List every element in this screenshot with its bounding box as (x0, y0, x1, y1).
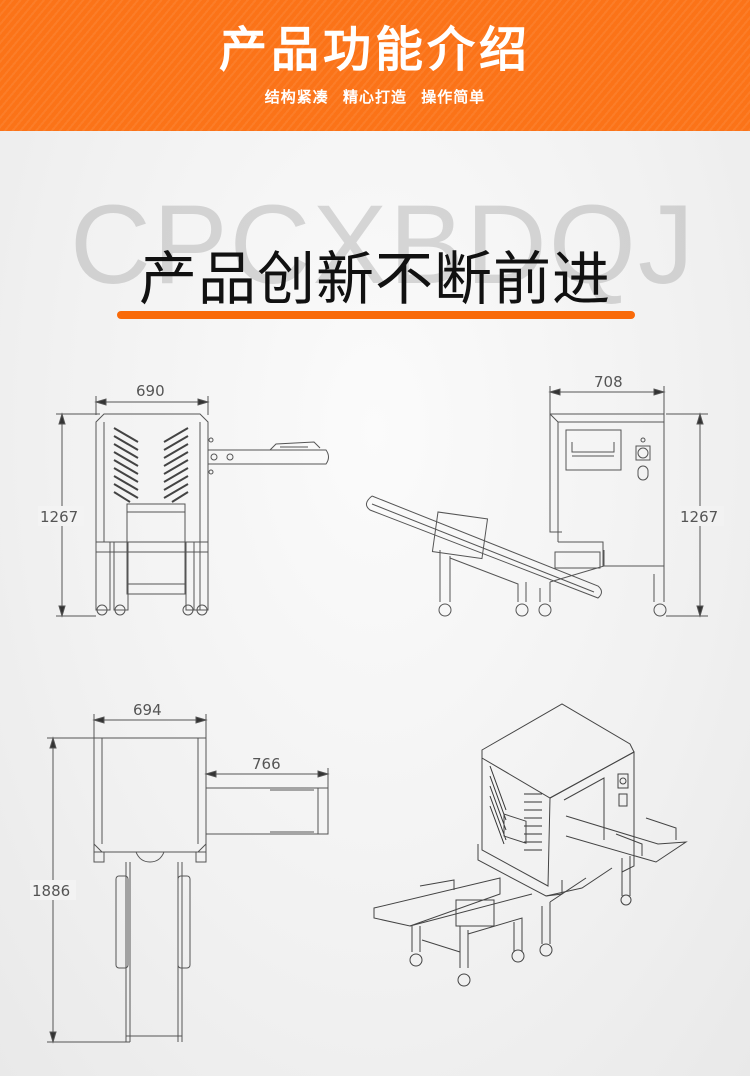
section-headline: 产品创新不断前进 (138, 245, 611, 313)
front-view-drawing: 690 1267 (30, 370, 340, 630)
top-length-label: 1886 (32, 882, 70, 900)
top-view-drawing: 694 766 1886 (30, 690, 350, 1070)
side-view-drawing: 708 1267 (350, 370, 750, 630)
banner-subtitle: 结构紧凑 精心打造 操作简单 (264, 88, 486, 106)
isometric-view-drawing (350, 690, 750, 1020)
side-height-label: 1267 (680, 508, 718, 526)
headline-underline (117, 311, 635, 319)
side-width-label: 708 (594, 373, 623, 391)
front-width-label: 690 (136, 382, 165, 400)
top-conveyor-label: 766 (252, 755, 281, 773)
banner-title: 产品功能介绍 (218, 22, 531, 78)
front-height-label: 1267 (40, 508, 78, 526)
watermark-text: CPCXBDQJ (70, 182, 696, 307)
top-width-label: 694 (133, 701, 162, 719)
header-banner: 产品功能介绍 结构紧凑 精心打造 操作简单 (0, 0, 750, 131)
